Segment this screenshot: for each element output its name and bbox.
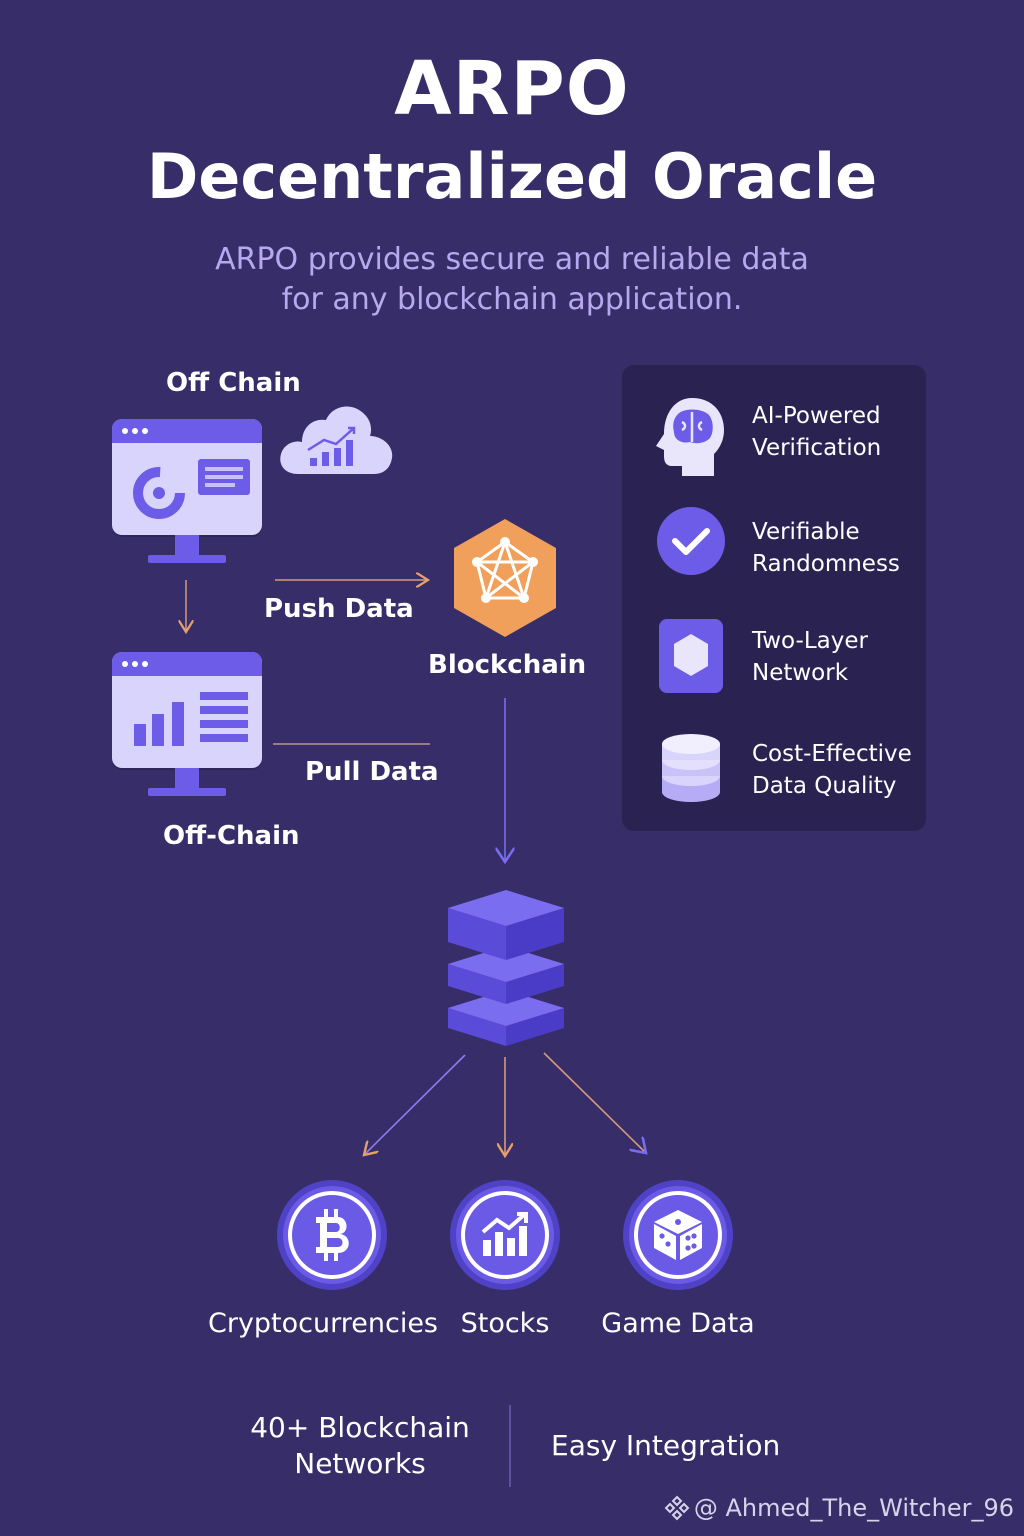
push-data-label: Push Data <box>264 594 414 624</box>
arrow-to-crypto <box>364 1054 466 1155</box>
data-layers-stack-icon <box>448 890 564 1046</box>
monitor-top-screen <box>112 419 262 535</box>
feature-verifiable-randomness: Verifiable Randomness <box>752 519 900 577</box>
subtitle-line2: for any blockchain application. <box>281 282 743 317</box>
footer-blockchain-networks: 40+ Blockchain Networks <box>250 1411 470 1480</box>
feature-cost-effective: Cost-Effective Data Quality <box>752 741 912 799</box>
hexagon-icon <box>659 619 723 693</box>
category-cryptocurrencies <box>277 1180 387 1290</box>
blockchain-label: Blockchain <box>428 650 587 680</box>
monitor-bottom <box>112 652 262 796</box>
cloud-chart-icon <box>280 406 393 474</box>
subtitle-line1: ARPO provides secure and reliable data <box>215 242 809 277</box>
category-stocks <box>450 1180 560 1290</box>
bitcoin-icon <box>316 1209 349 1261</box>
dice-icon <box>654 1210 702 1260</box>
blockchain-network-icon <box>454 519 556 637</box>
watermark-text: @ Ahmed_The_Witcher_96 <box>693 1494 1014 1522</box>
watermark: @ Ahmed_The_Witcher_96 <box>664 1494 1014 1522</box>
brain-head-icon <box>656 398 724 476</box>
category-game-data <box>623 1180 733 1290</box>
footer-easy-integration: Easy Integration <box>551 1429 781 1462</box>
pull-data-label: Pull Data <box>305 757 439 787</box>
page-title-line2: Decentralized Oracle <box>146 140 878 213</box>
page-subtitle: ARPO provides secure and reliable data f… <box>0 240 1024 320</box>
category-stocks-label: Stocks <box>460 1308 550 1339</box>
arrow-to-game <box>543 1052 646 1153</box>
feature-ai-verification: AI-Powered Verification <box>752 403 882 461</box>
check-circle-icon <box>657 507 725 575</box>
feature-two-layer-network: Two-Layer Network <box>752 628 868 686</box>
off-chain-bottom-label: Off-Chain <box>163 821 300 851</box>
diamond-logo-icon <box>664 1495 690 1521</box>
bar-chart-icon <box>134 692 248 746</box>
dashboard-icon <box>133 459 250 519</box>
off-chain-top-label: Off Chain <box>166 368 301 398</box>
category-cryptocurrencies-label: Cryptocurrencies <box>207 1308 438 1339</box>
page-title-line1: ARPO <box>394 46 630 132</box>
coin-stack-icon <box>662 734 720 802</box>
monitor-bottom-titlebar <box>112 652 262 676</box>
category-game-data-label: Game Data <box>601 1308 755 1339</box>
footer-divider <box>509 1405 511 1487</box>
monitor-top-titlebar <box>112 419 262 443</box>
monitor-bottom-screen <box>112 652 262 768</box>
monitor-top <box>112 419 262 563</box>
chart-up-icon <box>481 1212 528 1256</box>
